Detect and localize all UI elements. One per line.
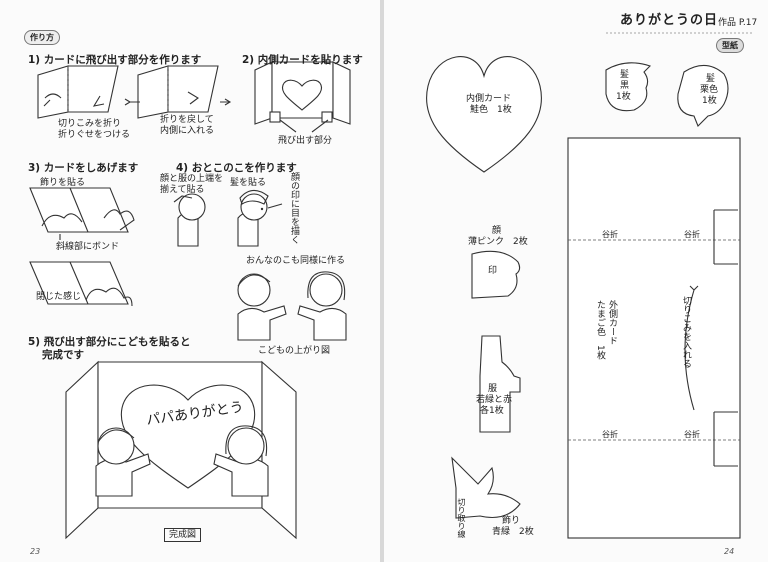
clothes-label: 若緑と赤	[476, 395, 513, 405]
decor-label: 飾り	[502, 516, 521, 526]
hair-girl-label: 髪	[706, 74, 716, 84]
step1-note: 切りこみを折り	[58, 119, 122, 129]
step5-finished-card-illustration	[65, 360, 297, 540]
step4-boy-illustrations	[173, 189, 283, 247]
page-number: 24	[724, 547, 735, 556]
header-ref: 作品 P.17	[718, 18, 758, 28]
book-gutter	[380, 0, 384, 562]
step2-inner-card-illustration	[254, 61, 351, 133]
step1-card-b-illustration	[124, 65, 232, 119]
fold-label: 谷折	[684, 230, 700, 239]
outer-card-label: たまご色 1枚	[595, 300, 605, 360]
right-page: ありがとうの日 作品 P.17 型紙 内側カード 鮭色 1枚 髪 黒 1枚 髪 …	[384, 0, 768, 562]
left-page: 作り方 1) カードに飛び出す部分を作ります 切りこみを折り 折りぐせをつける …	[0, 0, 380, 562]
step4-note: おんなのこも同様に作る	[246, 256, 346, 266]
section-tag: 作り方	[24, 30, 60, 45]
fold-label: 谷折	[602, 430, 618, 439]
step1-card-a-illustration	[37, 65, 119, 119]
hair-boy-label: 髪	[620, 70, 630, 80]
step3-note: 閉じた感じ	[36, 292, 82, 302]
header-title: ありがとうの日	[620, 13, 719, 28]
step5-title-line2: 完成です	[42, 349, 84, 361]
step4-title: 4) おとこのこを作ります	[176, 162, 297, 174]
step3-note: 飾りを貼る	[40, 178, 86, 188]
step4-note: 顔の印に目を描く	[289, 172, 299, 244]
face-pattern	[471, 250, 521, 299]
step3-title: 3) カードをしあげます	[28, 162, 139, 174]
step4-note: 髪を貼る	[230, 178, 267, 188]
step4-note: 揃えて貼る	[160, 185, 205, 195]
heart-pattern	[426, 56, 542, 173]
hair-boy-pattern	[605, 62, 652, 112]
hair-girl-label: 1枚	[702, 96, 717, 106]
right-patterns	[426, 32, 752, 539]
outer-card-label: 外側カード	[607, 300, 617, 345]
face-mark: 印	[488, 266, 498, 276]
step2-title: 2) 内側カードを貼ります	[242, 54, 363, 66]
section-tag: 型紙	[716, 38, 744, 53]
fold-label: 谷折	[684, 430, 700, 439]
cut-in-label: 切りこみを入れる	[681, 296, 691, 368]
finished-label: 完成図	[164, 528, 202, 543]
step1-note: 内側に入れる	[160, 126, 215, 136]
step3-card-illustration	[29, 187, 135, 307]
decor-pattern	[451, 456, 521, 519]
step1-note: 折りぐせをつける	[58, 130, 131, 140]
step4-note: 顔と服の上端を	[160, 174, 224, 184]
decor-cut-label: 切り取り線	[457, 498, 466, 538]
clothes-label: 各1枚	[480, 406, 504, 416]
hair-girl-label: 栗色	[700, 85, 719, 95]
heart-label: 内側カード	[466, 94, 512, 104]
page-number: 23	[30, 547, 41, 556]
step3-note: 斜線部にボンド	[56, 242, 120, 252]
outer-card-pattern	[567, 137, 741, 539]
hair-boy-label: 黒	[620, 81, 630, 91]
step2-note: 飛び出す部分	[278, 136, 333, 146]
step4-note: こどもの上がり図	[258, 346, 331, 356]
clothes-label: 服	[488, 384, 498, 394]
step5-title: 5) 飛び出す部分にこどもを貼ると	[28, 336, 191, 348]
clothes-pattern	[479, 335, 521, 433]
face-label: 顔	[492, 226, 502, 236]
heart-label: 鮭色 1枚	[470, 105, 512, 115]
face-label: 薄ピンク 2枚	[468, 237, 528, 247]
step1-note: 折りを戻して	[160, 115, 214, 125]
left-illustrations	[29, 61, 351, 540]
hair-girl-pattern	[677, 64, 729, 127]
hair-boy-label: 1枚	[616, 92, 631, 102]
step1-title: 1) カードに飛び出す部分を作ります	[28, 54, 202, 66]
decor-label: 青緑 2枚	[492, 527, 534, 537]
step4-kids-finished-illustration	[237, 271, 347, 341]
fold-label: 谷折	[602, 230, 618, 239]
